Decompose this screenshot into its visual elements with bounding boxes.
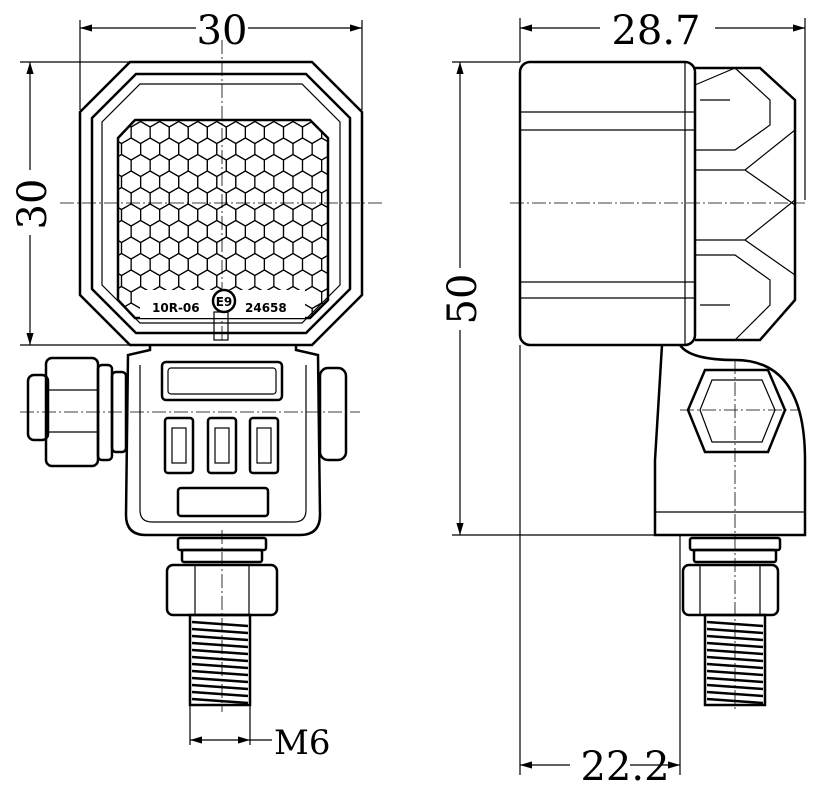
thread-line (706, 634, 764, 642)
thread-line (706, 641, 764, 649)
lens-hex-cell (322, 320, 341, 342)
thread-line (706, 697, 764, 705)
thread-line (191, 634, 249, 642)
lens-hex-cell (341, 320, 360, 342)
thread-line (706, 683, 764, 691)
lens-hex-cell (331, 237, 350, 259)
thread-label: M6 (274, 723, 330, 763)
side-bracket (653, 344, 807, 712)
side-body (510, 60, 805, 347)
lens-hex-cell (321, 252, 328, 277)
thread-line (191, 648, 249, 656)
thread-line (706, 662, 764, 670)
thread-line (191, 690, 249, 698)
thread-line (191, 662, 249, 670)
thread-line (191, 697, 249, 705)
lens-hex-cell (331, 138, 350, 160)
lens-hex-cell (118, 120, 123, 128)
thread-line (191, 669, 249, 677)
front-height-label: 30 (10, 179, 56, 230)
thread-line (706, 627, 764, 635)
mounting-bracket (124, 345, 322, 537)
thread-dimension: M6 (189, 705, 330, 763)
side-bolt (681, 536, 782, 707)
lens-hex-cell (321, 285, 328, 310)
thread-line (706, 676, 764, 684)
housing-inner (90, 72, 352, 335)
side-base-dimension: 22.2 (519, 345, 681, 790)
mounting-bolt (165, 530, 279, 712)
thread-line (706, 690, 764, 698)
side-depth-dimension: 28.7 (519, 8, 806, 200)
front-width-dimension: 30 (79, 8, 363, 110)
lens-hex-cell (321, 219, 328, 244)
thread-line (191, 627, 249, 635)
lens-frame (116, 118, 330, 320)
side-pivot-nut (20, 356, 360, 468)
thread-line (191, 676, 249, 684)
front-height-dimension: 30 (10, 61, 140, 346)
thread-line (191, 620, 249, 628)
lens-hex-cell (311, 302, 328, 318)
approval-marking: 10R-06 (152, 301, 200, 315)
side-base-label: 22.2 (580, 744, 669, 790)
lens-hex-cell (321, 186, 328, 211)
thread-line (191, 683, 249, 691)
lens-hex-cell (331, 270, 350, 292)
lens-hex-cell (321, 153, 328, 178)
thread-line (706, 669, 764, 677)
front-view: 30 30 10R-06 E9 24658 (10, 8, 385, 763)
lens-hex-cell (331, 204, 350, 226)
side-height-dimension: 50 (440, 61, 660, 536)
side-height-label: 50 (440, 274, 486, 325)
thread-line (706, 648, 764, 656)
side-depth-label: 28.7 (611, 8, 700, 54)
thread-line (706, 620, 764, 628)
side-view: 28.7 50 (440, 8, 807, 790)
thread-line (191, 641, 249, 649)
approval-number: 24658 (245, 301, 287, 315)
thread-line (706, 655, 764, 663)
lens-hex-cell (331, 171, 350, 193)
thread-line (191, 655, 249, 663)
housing-outer (78, 60, 364, 347)
emark-label: E9 (216, 295, 233, 309)
